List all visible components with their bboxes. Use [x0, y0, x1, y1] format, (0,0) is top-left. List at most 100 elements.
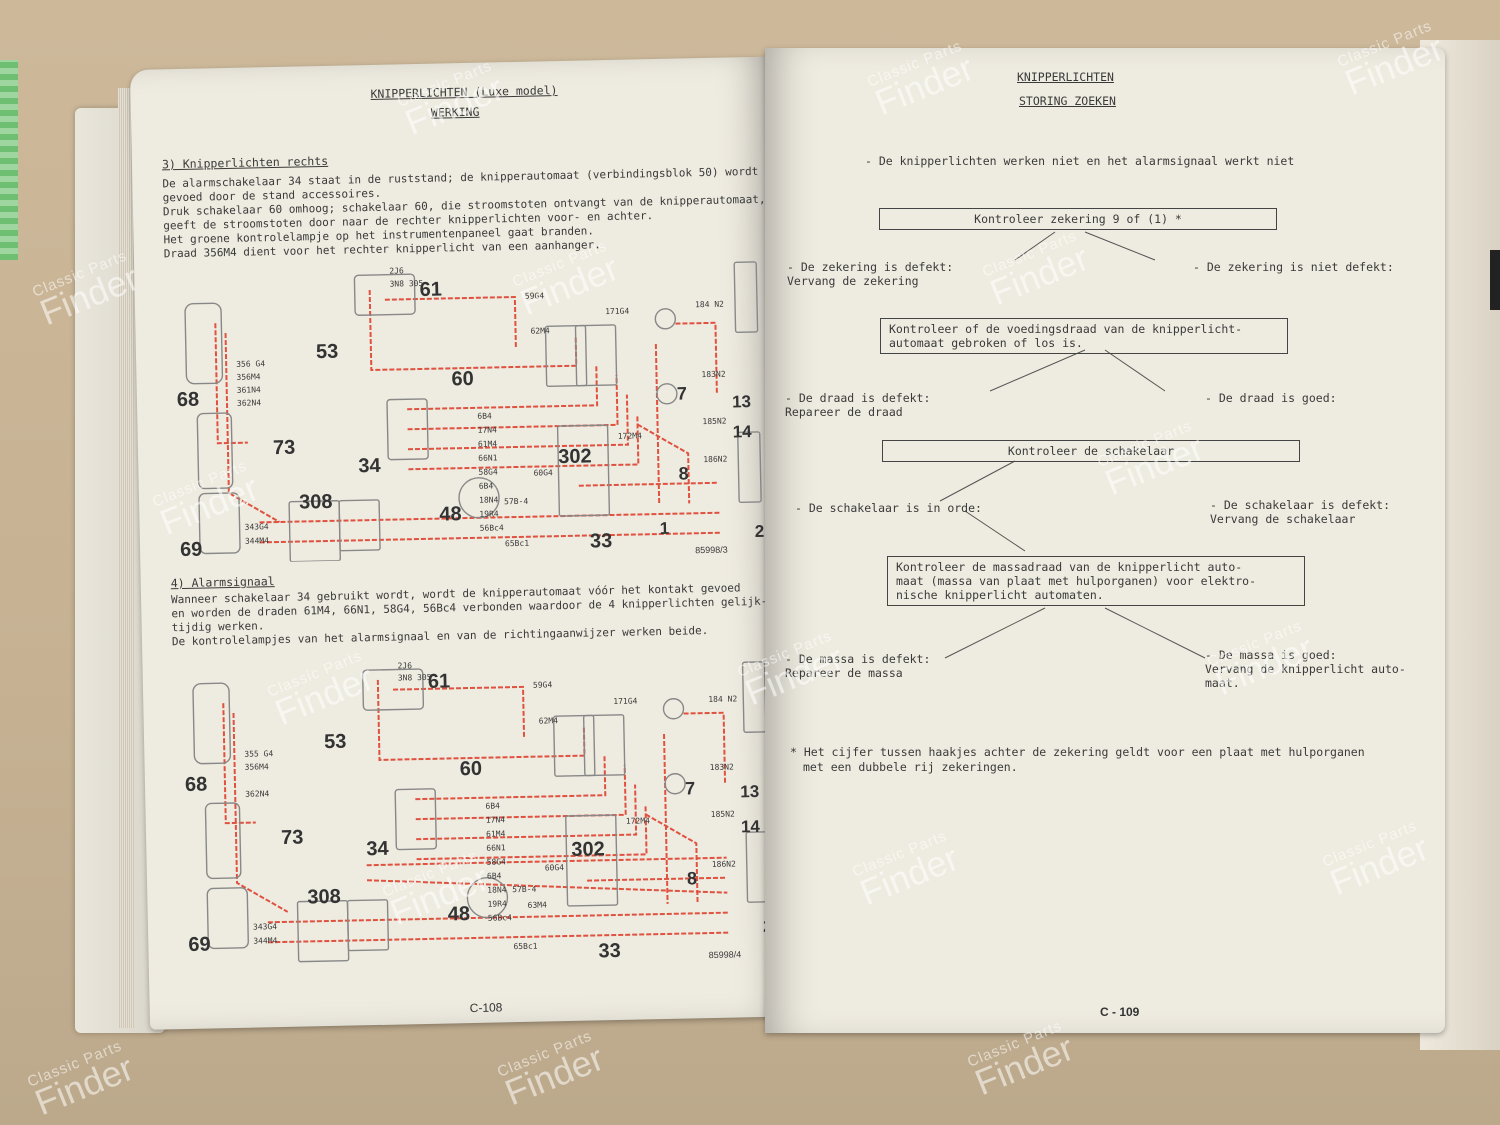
d2-wire-63m4: 63M4	[527, 900, 547, 910]
b4-left-1: - De massa is defekt:	[785, 652, 931, 666]
d2-wire-65bc1: 65Bc1	[513, 941, 538, 952]
right-page-number: C - 109	[1100, 1005, 1140, 1019]
b4-right-3: maat.	[1205, 676, 1240, 690]
wire-18n4: 18N4	[478, 495, 499, 505]
d2-wire-356m4: 356M4	[244, 762, 269, 772]
diagram1-label-34: 34	[358, 454, 381, 478]
wire-62m4: 62M4	[530, 326, 550, 336]
d2-wire-6b4-b: 6B4	[486, 871, 502, 881]
wiring-diagram-2-lines	[192, 661, 771, 963]
wiring-diagram-1: 68 53 61 60 73 34 302 7 13 14 8 308 48 3…	[154, 252, 770, 565]
footnote-2: met een dubbele rij zekeringen.	[803, 760, 1018, 774]
d2-wire-66n1: 66N1	[486, 843, 506, 853]
left-title: KNIPPERLICHTEN (Luxe model)	[370, 83, 558, 101]
wire-184n2: 184 N2	[694, 299, 725, 310]
wire-344m4: 344M4	[244, 536, 270, 546]
diagram2-label-13: 13	[740, 781, 760, 802]
diagram1-label-60: 60	[451, 367, 475, 391]
diagram1-label-73: 73	[272, 436, 296, 460]
wire-362n4: 362N4	[236, 398, 262, 408]
right-subtitle: STORING ZOEKEN	[1019, 94, 1116, 108]
wire-6b4: 6B4	[477, 411, 492, 421]
b3-right-2: Vervang de schakelaar	[1210, 512, 1356, 526]
d2-wire-59g4: 59G4	[532, 680, 553, 690]
diagram2-label-34: 34	[366, 837, 389, 861]
b1-right: - De zekering is niet defekt:	[1193, 260, 1394, 274]
d2-wire-184n2: 184 N2	[708, 694, 738, 705]
right-title: KNIPPERLICHTEN	[1017, 70, 1114, 84]
diagram1-label-8: 8	[678, 463, 689, 484]
intro-text: - De knipperlichten werken niet en het a…	[865, 154, 1295, 168]
d2-wire-186n2: 186N2	[711, 859, 736, 869]
b1-left-1: - De zekering is defekt:	[787, 260, 954, 274]
diagram2-label-53: 53	[323, 730, 347, 754]
section2-heading: 4) Alarmsignaal	[170, 574, 275, 591]
b3-left: - De schakelaar is in orde:	[795, 501, 982, 515]
diagram2-label-48: 48	[447, 903, 471, 926]
d2-wire-343g4: 343G4	[252, 922, 278, 932]
diagram1-label-69: 69	[179, 538, 203, 562]
check-box-ground-wire: Kontroleer de massadraad van de knipperl…	[887, 556, 1305, 606]
wire-17n4: 17N4	[477, 425, 497, 435]
b2-right: - De draad is goed:	[1205, 391, 1337, 405]
d2-wire-172m4: 172M4	[625, 816, 651, 826]
d2-wire-56bc4: 56Bc4	[487, 913, 513, 923]
b4-right-1: - De massa is goed:	[1205, 648, 1337, 662]
wiring-diagram-1-lines	[184, 261, 762, 563]
wire-185n2: 185N2	[702, 416, 727, 427]
diagram2-label-68: 68	[184, 773, 208, 797]
right-page: KNIPPERLICHTEN STORING ZOEKEN - De knipp…	[765, 48, 1445, 1033]
wire-59g4: 59G4	[524, 291, 545, 301]
b1-left-2: Vervang de zekering	[787, 274, 919, 288]
diagram1-label-13: 13	[731, 392, 752, 412]
diagram2-label-302: 302	[571, 838, 606, 861]
footnote-1: * Het cijfer tussen haakjes achter de ze…	[790, 745, 1365, 759]
left-page: KNIPPERLICHTEN (Luxe model) WERKING 3) K…	[130, 56, 790, 1030]
diagram2-ref: 85998/4	[708, 949, 742, 961]
diagram2-label-308: 308	[307, 885, 341, 909]
wire-60g4: 60G4	[533, 468, 553, 478]
wire-66n1: 66N1	[478, 453, 498, 463]
left-subtitle: WERKING	[430, 104, 480, 120]
flowchart-lines	[939, 231, 1206, 659]
b3-right-1: - De schakelaar is defekt:	[1210, 498, 1391, 512]
diagram1-ref: 85998/3	[695, 544, 728, 556]
d2-wire-3n8: 3N8 305	[397, 672, 432, 683]
diagram2-label-14: 14	[740, 816, 761, 837]
wire-343g4: 343G4	[244, 522, 269, 532]
wire-6b4-b: 6B4	[478, 481, 494, 491]
diagram2-label-7: 7	[684, 778, 696, 799]
diagram1-label-33: 33	[589, 530, 613, 553]
d2-wire-183n2: 183N2	[709, 762, 734, 773]
check-box-supply-wire: Kontroleer of de voedingsdraad van de kn…	[880, 318, 1288, 354]
d2-wire-17n4: 17N4	[485, 815, 506, 825]
d2-wire-344m4: 344M4	[253, 936, 278, 946]
d2-wire-57b4: 57B-4	[512, 884, 537, 895]
wire-183n2: 183N2	[701, 369, 726, 380]
page-edges	[118, 88, 134, 1028]
left-page-number: C-108	[469, 1000, 503, 1016]
diagram1-label-7: 7	[676, 383, 688, 404]
diagram1-label-1: 1	[659, 518, 670, 539]
diagram1-label-48: 48	[439, 503, 462, 526]
diagram2-label-60: 60	[459, 757, 483, 781]
wire-61m4: 61M4	[477, 439, 498, 449]
section1-heading: 3) Knipperlichten rechts	[161, 153, 329, 172]
d2-wire-61m4: 61M4	[485, 829, 506, 839]
diagram2-label-73: 73	[280, 826, 304, 850]
diagram1-label-14: 14	[732, 422, 752, 442]
wire-65bc1: 65Bc1	[504, 538, 530, 549]
green-sticker	[0, 60, 18, 260]
wire-57b4: 57B-4	[504, 496, 529, 507]
wire-171g4: 171G4	[605, 306, 630, 317]
d2-wire-362n4: 362N4	[245, 789, 270, 799]
diagram2-label-8: 8	[686, 868, 698, 889]
d2-wire-185n2: 185N2	[710, 809, 735, 820]
diagram1-label-302: 302	[557, 445, 592, 469]
wire-172m4: 172M4	[617, 431, 642, 441]
d2-wire-58g4: 58G4	[486, 857, 507, 867]
b4-right-2: Vervang de knipperlicht auto-	[1205, 662, 1406, 676]
check-box-fuse: Kontroleer zekering 9 of (1) *	[879, 208, 1277, 230]
wiring-diagram-2: 68 53 61 60 73 34 302 7 13 14 8 308 48 3…	[162, 652, 778, 975]
b2-left-2: Repareer de draad	[785, 405, 903, 419]
